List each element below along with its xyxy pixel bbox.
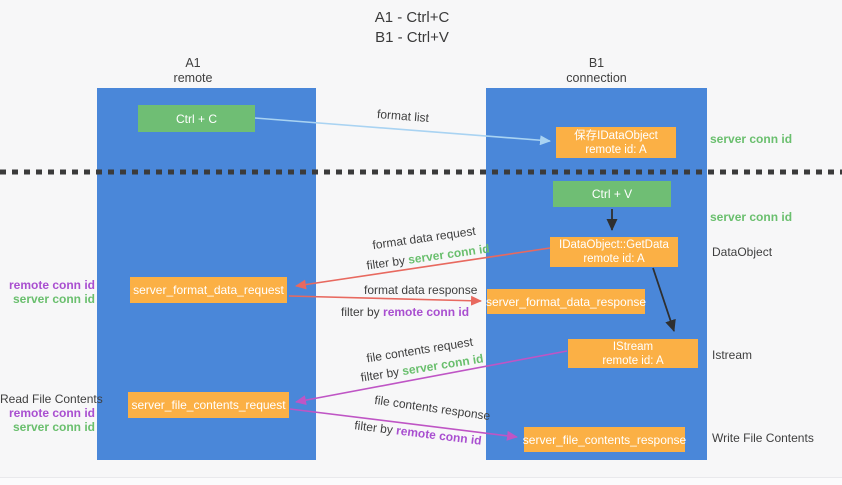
diagram-title: A1 - Ctrl+C B1 - Ctrl+V <box>0 8 824 48</box>
node-server-format-data-request: server_format_data_request <box>130 277 287 303</box>
title-line-2: B1 - Ctrl+V <box>375 29 449 46</box>
lifeline-b1-role: connection <box>566 71 627 85</box>
file-request-label: server_file_contents_request <box>131 398 286 412</box>
label-server-conn-id-mid: server conn id <box>710 210 793 224</box>
filter-by-text: filter by <box>353 418 394 437</box>
lifeline-header-a1: A1 remote <box>97 56 289 86</box>
label-istream: Istream <box>712 348 753 362</box>
getdata-line2: remote id: A <box>583 253 645 265</box>
lifeline-header-b1: B1 connection <box>486 56 707 86</box>
filter-by-text: filter by <box>359 364 401 385</box>
label-format-list: format list <box>376 106 430 126</box>
format-response-label: server_format_data_response <box>485 294 647 309</box>
node-server-file-contents-response: server_file_contents_response <box>522 427 687 452</box>
istream-line1: IStream <box>612 340 654 353</box>
filter-by-text: filter by <box>341 305 380 319</box>
label-write-file-contents: Write File Contents <box>712 431 814 445</box>
label-filter-by-remote-conn-id-file: filter by remote conn id <box>354 418 483 448</box>
save-dataobject-line1: 保存IDataObject <box>574 129 658 142</box>
lifeline-a1-name: A1 <box>185 56 201 70</box>
node-ctrl-c: Ctrl + C <box>138 105 255 132</box>
label-dataobject: DataObject <box>712 245 773 259</box>
bottom-edge-strip <box>0 477 842 485</box>
node-ctrl-v: Ctrl + V <box>553 181 671 207</box>
node-save-dataobject: 保存IDataObject remote id: A <box>556 127 676 158</box>
node-server-format-data-response: server_format_data_response <box>485 289 647 314</box>
lifeline-a1-role: remote <box>173 71 213 85</box>
remote-conn-id-text: remote conn id <box>383 305 470 319</box>
label-remote-conn-id-format: remote conn id <box>8 278 95 292</box>
label-remote-conn-id-file: remote conn id <box>8 406 95 420</box>
file-response-label: server_file_contents_response <box>522 432 687 447</box>
ctrl-c-label: Ctrl + C <box>175 111 217 126</box>
node-server-file-contents-request: server_file_contents_request <box>128 392 289 418</box>
label-server-conn-id-file: server conn id <box>12 420 95 434</box>
label-server-conn-id-format: server conn id <box>12 292 95 306</box>
filter-by-text: filter by <box>365 253 406 273</box>
getdata-line1: IDataObject::GetData <box>559 239 669 251</box>
istream-line2: remote id: A <box>602 354 664 367</box>
label-format-data-response: format data response <box>364 283 478 297</box>
node-getdata: IDataObject::GetData remote id: A <box>550 237 678 267</box>
lifeline-b1-name: B1 <box>588 56 605 70</box>
format-request-label: server_format_data_request <box>133 283 284 297</box>
save-dataobject-line2: remote id: A <box>585 143 647 156</box>
label-server-conn-id-top: server conn id <box>710 132 793 146</box>
node-istream: IStream remote id: A <box>568 339 698 368</box>
label-filter-by-remote-conn-id-format: filter by remote conn id <box>341 305 469 319</box>
remote-conn-id-text: remote conn id <box>395 423 483 448</box>
ctrl-v-label: Ctrl + V <box>591 187 633 201</box>
label-read-file-contents: Read File Contents <box>0 392 103 406</box>
title-line-1: A1 - Ctrl+C <box>374 9 450 26</box>
label-file-contents-response: file contents response <box>373 392 492 424</box>
